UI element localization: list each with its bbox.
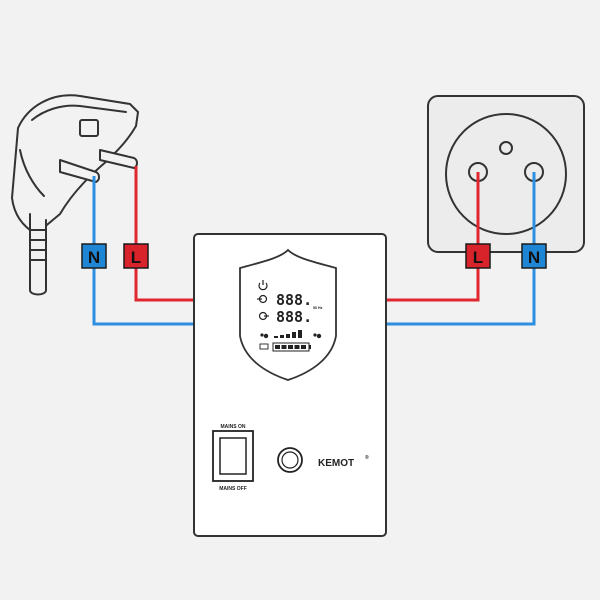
mains-switch[interactable]: MAINS ON MAINS OFF [212, 424, 254, 492]
wire-socket-live [386, 172, 480, 302]
svg-text:L: L [473, 248, 483, 267]
label-socket-live: L [465, 243, 491, 269]
svg-text:N: N [88, 248, 100, 267]
label-plug-neutral: N [81, 243, 107, 269]
power-icon [258, 280, 268, 291]
fan-icon [313, 333, 322, 339]
round-button[interactable] [277, 447, 303, 473]
wire-socket-neutral [386, 172, 536, 326]
wire-plug-live [134, 166, 196, 302]
socket-icon [427, 95, 585, 253]
wires [92, 166, 536, 326]
output-voltage-readout: 888. [276, 308, 312, 326]
level-bars [274, 330, 302, 338]
input-voltage-readout: 888. [276, 291, 312, 309]
temperature-icon [260, 333, 269, 339]
trademark-sign: ® [365, 454, 369, 461]
plug-icon [11, 94, 139, 296]
svg-text:N: N [528, 248, 540, 267]
mains-off-label: MAINS OFF [219, 486, 247, 492]
wire-plug-neutral [92, 176, 196, 326]
output-arrow-icon [258, 311, 269, 321]
svg-text:L: L [131, 248, 141, 267]
frequency-unit: 50 Hz [313, 306, 323, 310]
label-plug-live: L [123, 243, 149, 269]
input-arrow-icon [257, 294, 268, 304]
voltage-stabilizer: 888. 888. 50 Hz [193, 233, 387, 537]
label-socket-neutral: N [521, 243, 547, 269]
mains-on-label: MAINS ON [221, 424, 246, 430]
brand-logo: KEMOT [318, 458, 354, 469]
display-panel: 888. 888. 50 Hz [239, 248, 337, 381]
battery-icon [259, 342, 311, 352]
